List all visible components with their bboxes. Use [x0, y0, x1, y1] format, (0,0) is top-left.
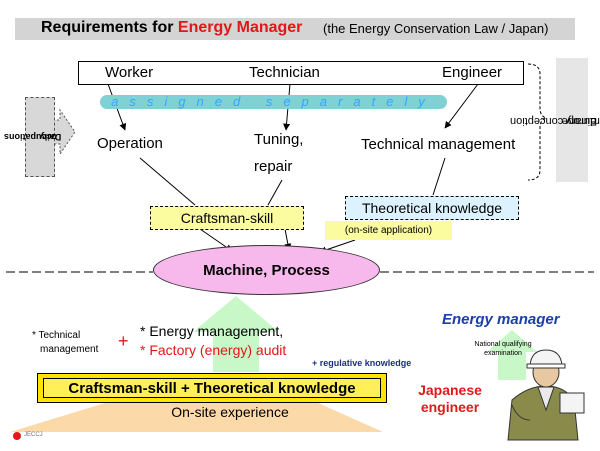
onsite-application-label: (on-site application) — [325, 221, 452, 240]
title-subtitle: (the Energy Conservation Law / Japan) — [323, 21, 549, 36]
national-line-2: examination — [484, 350, 522, 357]
energy-management-label: * Energy management, — [140, 323, 284, 339]
theoretical-knowledge-box: Theoretical knowledge — [345, 196, 519, 220]
daily-line-2: occupations — [3, 132, 57, 142]
craftsman-skill-box: Craftsman-skill — [150, 206, 304, 230]
role-engineer: Engineer — [442, 64, 503, 81]
national-line-1: National qualifying — [474, 341, 532, 348]
title-bar: Requirements for Energy Manager (the Ene… — [15, 18, 575, 40]
regulative-knowledge-label: + regulative knowledge — [312, 358, 412, 368]
tuning-line — [267, 179, 283, 206]
bottom-summary-box: Craftsman-skill + Theoretical knowledge — [37, 373, 387, 403]
engineer-arrow — [444, 83, 479, 129]
engineer-figure-icon — [507, 349, 585, 441]
operation-line — [139, 157, 196, 206]
small-green-arrow — [487, 330, 537, 380]
onsite-experience-label: On-site experience — [171, 404, 289, 420]
title-highlight: Energy Manager — [177, 19, 303, 36]
europe-bracket — [527, 63, 548, 181]
green-up-arrow — [193, 296, 279, 372]
technical-line — [432, 157, 446, 196]
role-worker: Worker — [105, 64, 154, 81]
japanese-line-1: Japanese — [418, 382, 482, 398]
europe-line-2: in Europe — [561, 114, 600, 127]
factory-audit-label: * Factory (energy) audit — [140, 342, 287, 358]
national-exam-label: National qualifying examination — [455, 340, 551, 358]
logo-icon — [13, 432, 21, 440]
title-prefix: Requirements for — [41, 19, 178, 36]
task-repair: repair — [254, 158, 293, 175]
energy-manager-title: Energy manager — [442, 311, 560, 328]
roles-box: Worker Technician Engineer — [78, 61, 524, 85]
onsite-trapezoid — [10, 403, 383, 432]
assigned-separately-band: assigned separately — [100, 95, 447, 109]
tech-mgmt-line-2: management — [40, 344, 99, 355]
task-technical-management: Technical management — [361, 136, 516, 153]
machine-process-ellipse: Machine, Process — [153, 245, 380, 295]
task-tuning: Tuning, — [254, 131, 304, 148]
japanese-line-2: engineer — [420, 399, 480, 415]
logo-text: JECCJ — [24, 432, 43, 438]
technical-management-note: * Technical management — [32, 329, 98, 357]
plus-sign: + — [118, 331, 129, 351]
task-operation: Operation — [97, 135, 163, 152]
tech-mgmt-line-1: * Technical — [32, 330, 81, 341]
europe-box: Ordinary conceptionin Europe — [510, 58, 600, 182]
page-title: Requirements for Energy Manager — [41, 19, 302, 37]
japanese-engineer-label: Japanese engineer — [410, 382, 490, 416]
daily-arrow — [52, 108, 76, 156]
bottom-summary-text: Craftsman-skill + Theoretical knowledge — [43, 378, 381, 398]
role-technician: Technician — [249, 64, 320, 81]
